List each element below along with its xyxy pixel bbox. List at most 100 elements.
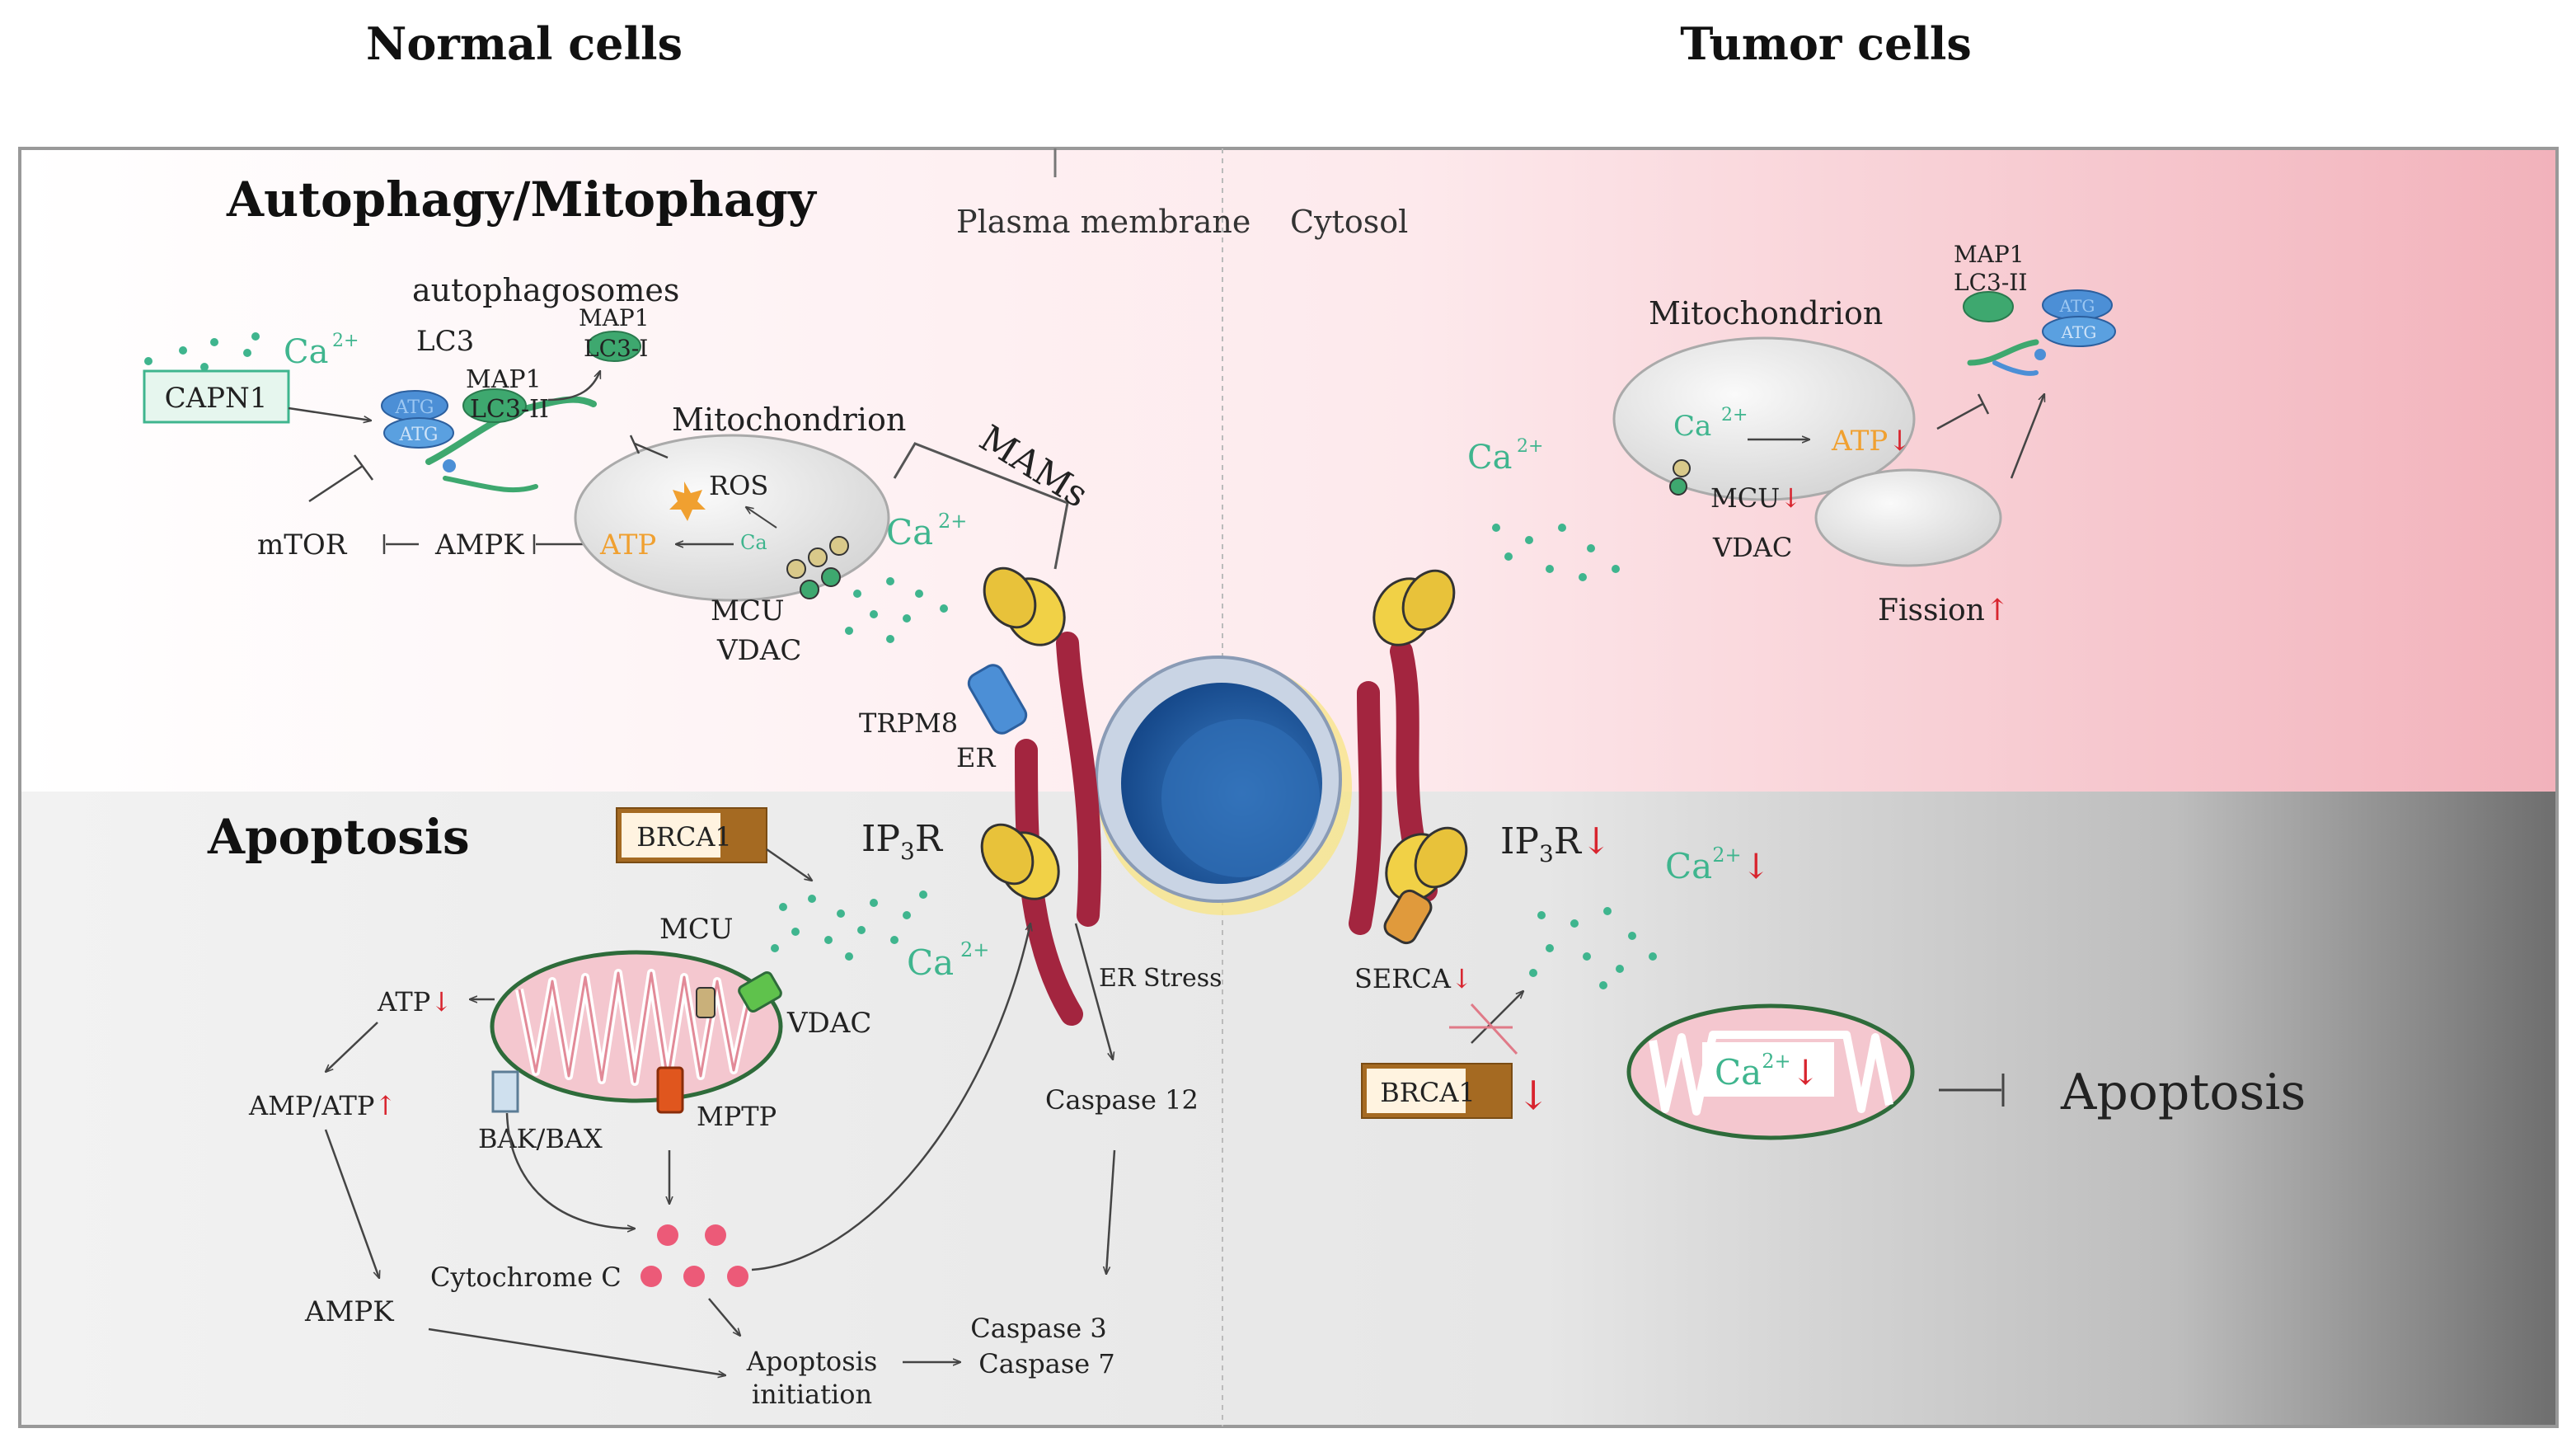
cytochrome-c-label: Cytochrome C xyxy=(430,1262,622,1293)
atg-anchor-dot-right xyxy=(2034,349,2046,360)
brca1-down-arrow: ↓ xyxy=(1517,1073,1550,1119)
mitochondrion-normal-apoptosis xyxy=(490,950,783,1103)
calcium-label-tumor-mito: Ca xyxy=(1673,410,1711,443)
map1-label-a: MAP1 xyxy=(579,304,650,331)
atg-complex-bottom xyxy=(383,417,454,449)
atp-label-tumor: ATP↓ xyxy=(1831,425,1912,458)
arrow-ampatp-to-ampk xyxy=(324,1129,379,1278)
atg-label-right-bottom: ATG xyxy=(2061,322,2097,342)
atg-complex-right-bottom xyxy=(2042,316,2116,347)
ampk-label-top: AMPK xyxy=(434,529,524,562)
apoptosis-initiation-label-2: initiation xyxy=(752,1379,872,1410)
serca-label: SERCA↓ xyxy=(1354,963,1473,994)
er-label: ER xyxy=(956,742,996,773)
mitochondrion-normal-autophagy xyxy=(574,434,890,602)
lc3ii-label-right: LC3-II xyxy=(1954,269,2027,296)
mams-bracket xyxy=(893,442,1069,570)
cytosol-label: Cytosol xyxy=(1290,204,1408,240)
lc3ii-label: LC3-II xyxy=(470,395,549,424)
ros-label: ROS xyxy=(709,470,768,501)
ampk-label-bottom: AMPK xyxy=(304,1295,394,1328)
capn1-label: CAPN1 xyxy=(165,382,268,415)
mptp-channel-icon xyxy=(656,1066,684,1114)
calcium-label-capn1: Ca xyxy=(284,333,328,371)
phagophore-membrane-right xyxy=(1967,339,2039,366)
arrow-ca-to-ros xyxy=(746,507,777,529)
mitochondrion-tumor-autophagy xyxy=(1612,336,1916,501)
trpm8-label: TRPM8 xyxy=(859,707,958,739)
cytochrome-c-dots xyxy=(640,1224,748,1287)
mptp-label: MPTP xyxy=(697,1101,777,1132)
er-stress-label: ER Stress xyxy=(1099,964,1222,993)
autophagosomes-label: autophagosomes xyxy=(412,272,679,308)
inhibit-bar-tumor-atp-autophagy xyxy=(1977,393,1990,415)
caspase3-label: Caspase 3 xyxy=(970,1313,1106,1344)
phagophore-membrane xyxy=(425,396,597,465)
caspase7-label: Caspase 7 xyxy=(978,1348,1114,1379)
arrow-bakbax-to-cytc xyxy=(505,1112,635,1229)
mcu-label-top: MCU xyxy=(711,594,784,627)
calcium-charge-capn1: 2+ xyxy=(332,331,359,351)
mitochondrion-tumor-apoptosis xyxy=(1626,1003,1915,1140)
inhibit-mtor-autophagy xyxy=(308,464,364,503)
brca1-box-normal-inner xyxy=(622,813,720,858)
map1-label-b: MAP1 xyxy=(466,365,542,394)
serca-pump xyxy=(1383,889,1433,945)
bak-bax-label: BAK/BAX xyxy=(478,1123,603,1154)
phagophore-membrane-right-lower xyxy=(1992,360,2039,376)
calcium-cloud-tumor-bottom xyxy=(1529,907,1657,989)
calcium-cloud-apoptosis-left xyxy=(771,890,927,961)
vdac-label-bottom: VDAC xyxy=(786,1007,871,1040)
amp-atp-label: AMP/ATP↑ xyxy=(248,1090,396,1121)
mcu-channels-left xyxy=(786,536,849,599)
calcium-label-apoptosis-left: Ca xyxy=(907,942,954,983)
section-apoptosis-title: Apoptosis xyxy=(207,809,470,865)
ip3r-channel-top-right xyxy=(1372,569,1456,646)
arrow-brca1-to-ip3r-tumor xyxy=(1471,991,1523,1044)
mtor-label: mTOR xyxy=(257,529,348,562)
trpm8-channel xyxy=(967,664,1028,735)
arrow-cytc-to-ip3r xyxy=(751,923,1030,1271)
inhibit-ros xyxy=(634,442,669,459)
inhibit-bar-ros xyxy=(629,435,640,454)
brca1-label-tumor: BRCA1 xyxy=(1380,1077,1476,1108)
arrow-fission-to-autophagy xyxy=(2010,394,2044,479)
atp-label-apoptosis: ATP↓ xyxy=(377,986,453,1017)
mcu-label-bottom: MCU xyxy=(659,913,733,946)
mcu-channel-icon xyxy=(696,987,716,1018)
fission-label: Fission↑ xyxy=(1878,594,2010,627)
calcium-charge-mam: 2+ xyxy=(938,510,967,533)
map1-lc3ii-complex xyxy=(462,388,527,423)
brca1-label-normal: BRCA1 xyxy=(636,821,732,853)
calcium-label-tumor-apoptosis: Ca2+↓ xyxy=(1665,843,1771,886)
ip3r-label-right: IP3R↓ xyxy=(1500,820,1612,867)
mitochondrion-label-right: Mitochondrion xyxy=(1649,295,1883,331)
capn1-box xyxy=(143,369,290,424)
inhibit-bar-mtor-autophagy xyxy=(353,454,374,481)
map1-lc3i-complex xyxy=(587,331,641,362)
calcium-label-tumor-mito-apoptosis: Ca2+↓ xyxy=(1715,1050,1820,1093)
apoptosis-outcome-label: Apoptosis xyxy=(2060,1064,2306,1121)
arrow-atp-to-ampatp xyxy=(326,1022,378,1072)
calcium-charge-apoptosis-left: 2+ xyxy=(960,938,989,961)
arrow-cytc-to-initiation xyxy=(708,1298,740,1336)
map1-label-right: MAP1 xyxy=(1954,241,2025,268)
diagram-frame xyxy=(18,147,2559,1428)
atp-label-left-top: ATP xyxy=(599,529,656,562)
section-autophagy-title: Autophagy/Mitophagy xyxy=(226,172,818,228)
calcium-label-tumor-cytosol: Ca xyxy=(1467,439,1512,477)
vdac-label-top: VDAC xyxy=(716,634,801,667)
mitochondrion-tumor-fission-fragment xyxy=(1814,468,2002,567)
arrow-brca1-to-ip3r xyxy=(766,848,812,881)
arrow-er-to-caspase12 xyxy=(1074,923,1113,1060)
header-normal-cells: Normal cells xyxy=(366,17,683,70)
calcium-charge-tumor-cytosol: 2+ xyxy=(1517,436,1543,457)
lc3i-label: LC3-I xyxy=(584,335,648,362)
arrow-caspase12-to-caspase3 xyxy=(1106,1149,1116,1274)
arrow-lc3ii-to-lc3i xyxy=(547,371,600,402)
vdac-channel-icon xyxy=(738,970,782,1013)
apoptosis-initiation-label-1: Apoptosis xyxy=(746,1346,878,1377)
phagophore-membrane-lower xyxy=(443,476,538,493)
mcu-channels-tumor xyxy=(1669,459,1691,496)
